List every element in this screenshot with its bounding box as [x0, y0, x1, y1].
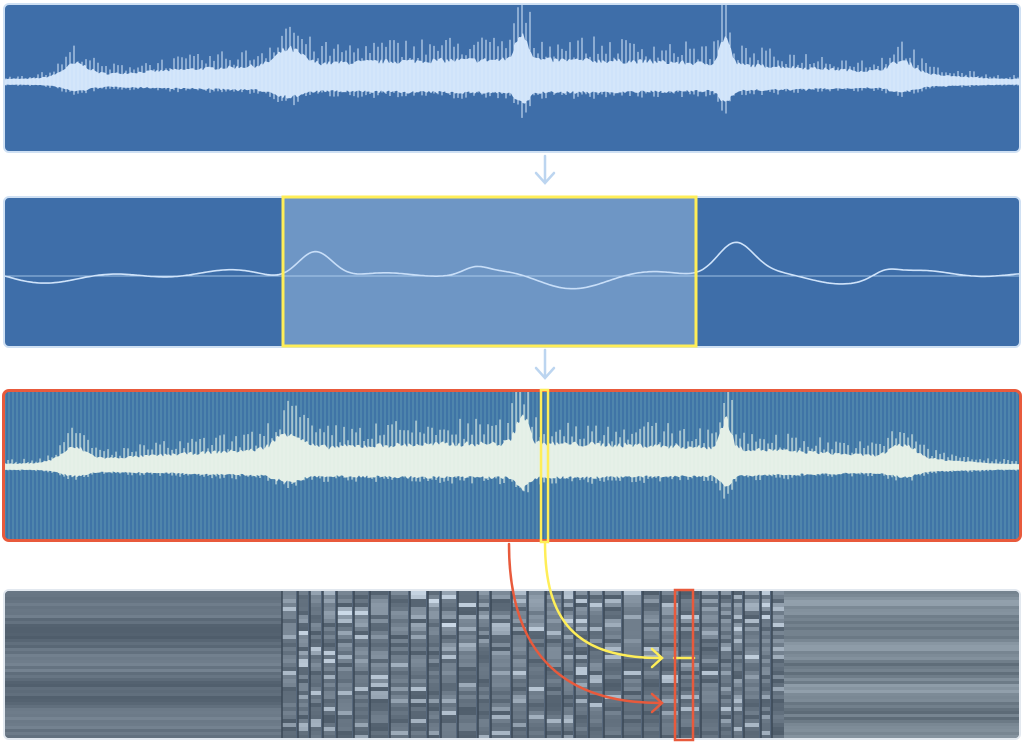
current-frame-marker[interactable]: [539, 388, 550, 544]
down-arrow-1: [534, 154, 556, 185]
zoomed-waveform: [5, 241, 1019, 290]
overview-waveform: [5, 5, 1019, 118]
selection-window[interactable]: [281, 195, 698, 348]
yellow-curved-arrow: [543, 540, 696, 669]
framed-waveform-highlight: [2, 389, 1022, 542]
overview-waveform-panel: [3, 3, 1021, 153]
zoomed-waveform-panel: [3, 196, 1021, 348]
red-curved-arrow: [507, 542, 664, 714]
down-arrow-2: [534, 348, 556, 380]
zoomed-signal-line: [5, 241, 1019, 290]
framed-waveform-panel: [3, 390, 1021, 541]
waveform-spikes: [5, 5, 1019, 118]
spectrogram-frame-highlight[interactable]: [673, 588, 695, 742]
spectrogram-panel: [3, 589, 1021, 740]
spectrogram: [5, 591, 1019, 738]
framed-waveform: [3, 390, 1021, 541]
